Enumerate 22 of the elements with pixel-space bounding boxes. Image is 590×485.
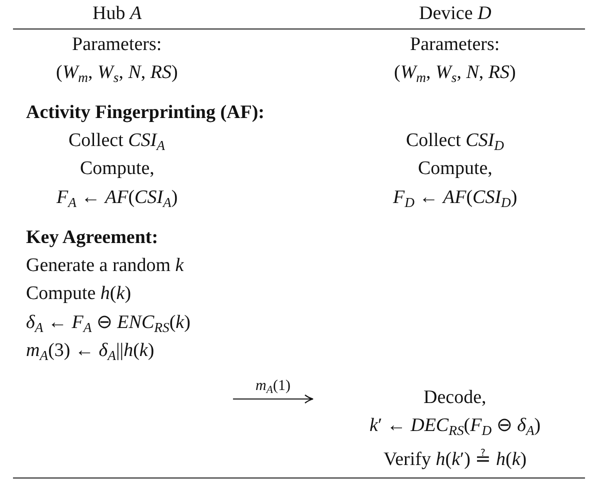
parameter-tuple: (W$_{m}$, W$_{s}$, N, RS) <box>56 61 178 85</box>
step-text: Collect CSI$_{D}$ <box>406 129 504 153</box>
formula-text: m$_{A}$(3) ← δ$_{A}$||h(k) <box>26 339 154 363</box>
step-text: Collect CSI$_{A}$ <box>68 129 165 153</box>
formula-text: F$_{A}$ ← AF(CSI$_{A}$) <box>56 186 178 210</box>
parameter-label: Parameters: <box>72 33 162 57</box>
formula-text: δ$_{A}$ ← F$_{A}$ ⊖ ENC$_{RS}$(k) <box>26 311 190 335</box>
step-text: Compute, <box>418 157 492 181</box>
step-text: Compute, <box>80 157 154 181</box>
step-text: Decode, <box>424 386 486 410</box>
message-label: m$_{A}$(1) <box>256 377 290 398</box>
section-heading: Activity Fingerprinting (AF): <box>26 101 265 125</box>
column-heading: Device D <box>419 2 492 26</box>
step-text: Compute h(k) <box>26 282 132 306</box>
section-heading: Key Agreement: <box>26 226 158 250</box>
parameter-tuple: (W$_{m}$, W$_{s}$, N, RS) <box>394 61 516 85</box>
formula-text: Verify h(k′) ≟ h(k) <box>384 448 527 472</box>
formula-text: k′ ← DEC$_{RS}$(F$_{D}$ ⊖ δ$_{A}$) <box>370 414 541 438</box>
formula-text: F$_{D}$ ← AF(CSI$_{D}$) <box>393 186 518 210</box>
column-heading: Hub A <box>92 2 142 26</box>
step-text: Generate a random k <box>26 254 184 278</box>
parameter-label: Parameters: <box>410 33 500 57</box>
